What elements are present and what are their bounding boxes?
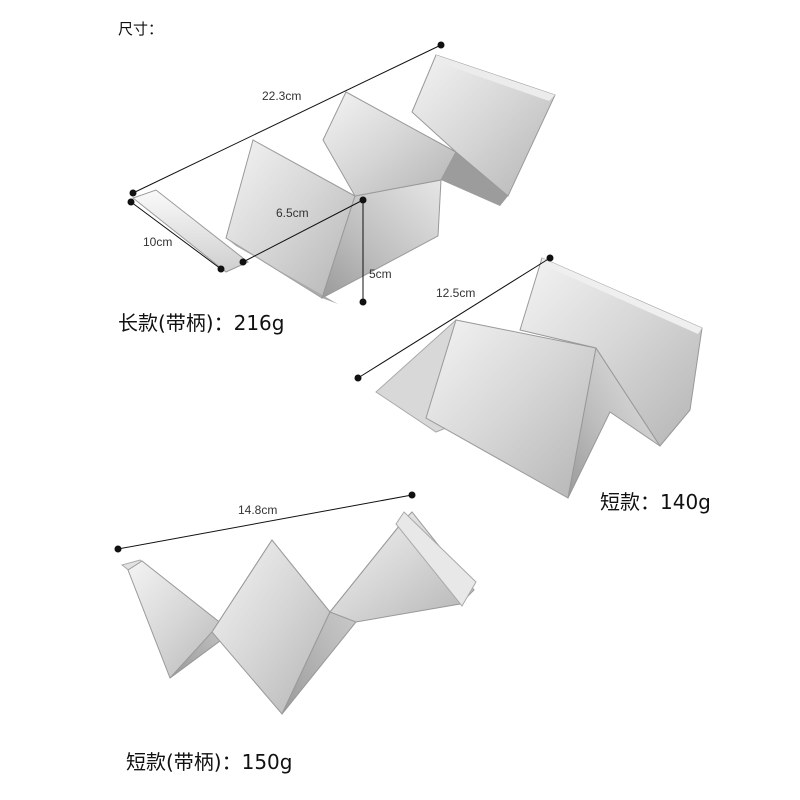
long-rack-dimension-lines	[127, 41, 445, 306]
long-rack-length-label: 22.3cm	[262, 89, 302, 103]
short-handle-rack-panel-3	[211, 539, 331, 715]
short-rack-dimension-lines	[354, 254, 554, 382]
short-handle-rack-length-end-right	[408, 491, 416, 499]
long-rack-image	[131, 54, 556, 304]
long-rack-weight-label: 长款(带柄)：216g	[118, 311, 285, 335]
short-rack-top-edge	[542, 258, 702, 334]
long-rack-width-end-right	[217, 265, 225, 273]
long-rack-length-end-right	[437, 41, 445, 49]
short-rack-image	[375, 257, 703, 499]
long-rack-height-label: 5cm	[369, 267, 392, 281]
short-rack-length-end-left	[354, 374, 362, 382]
short-handle-rack-length-line	[117, 494, 413, 550]
short-handle-rack-length-label: 14.8cm	[238, 503, 278, 517]
short-handle-rack-panel-1	[127, 560, 233, 679]
short-rack-weight-label: 短款：140g	[600, 490, 711, 514]
long-rack-gap-label: 6.5cm	[276, 206, 309, 220]
long-rack-length-line	[132, 44, 442, 194]
short-handle-rack-length-end-left	[114, 545, 122, 553]
long-rack-height-end-bottom	[359, 298, 367, 306]
page-heading: 尺寸：	[118, 20, 164, 38]
long-rack-fold-2	[441, 152, 508, 206]
long-rack-handle	[131, 189, 249, 273]
short-handle-rack-dimension-lines	[114, 491, 416, 553]
short-rack-length-end-right	[546, 254, 554, 262]
long-rack-gap-line	[242, 199, 364, 263]
long-rack-width-label: 10cm	[143, 235, 173, 249]
short-handle-rack-right-handle	[395, 511, 477, 607]
long-rack-length-end-left	[129, 189, 137, 197]
long-rack-top-edge	[436, 55, 555, 101]
long-rack-width-end-left	[127, 198, 135, 206]
short-rack-length-line	[357, 257, 551, 379]
long-rack-width-line	[130, 201, 222, 270]
short-handle-rack-image	[120, 511, 477, 715]
short-rack-length-label: 12.5cm	[436, 286, 476, 300]
short-handle-rack-weight-label: 短款(带柄)：150g	[126, 750, 293, 774]
long-rack-gap-end-left	[239, 258, 247, 266]
short-rack-panel-1	[425, 319, 597, 499]
